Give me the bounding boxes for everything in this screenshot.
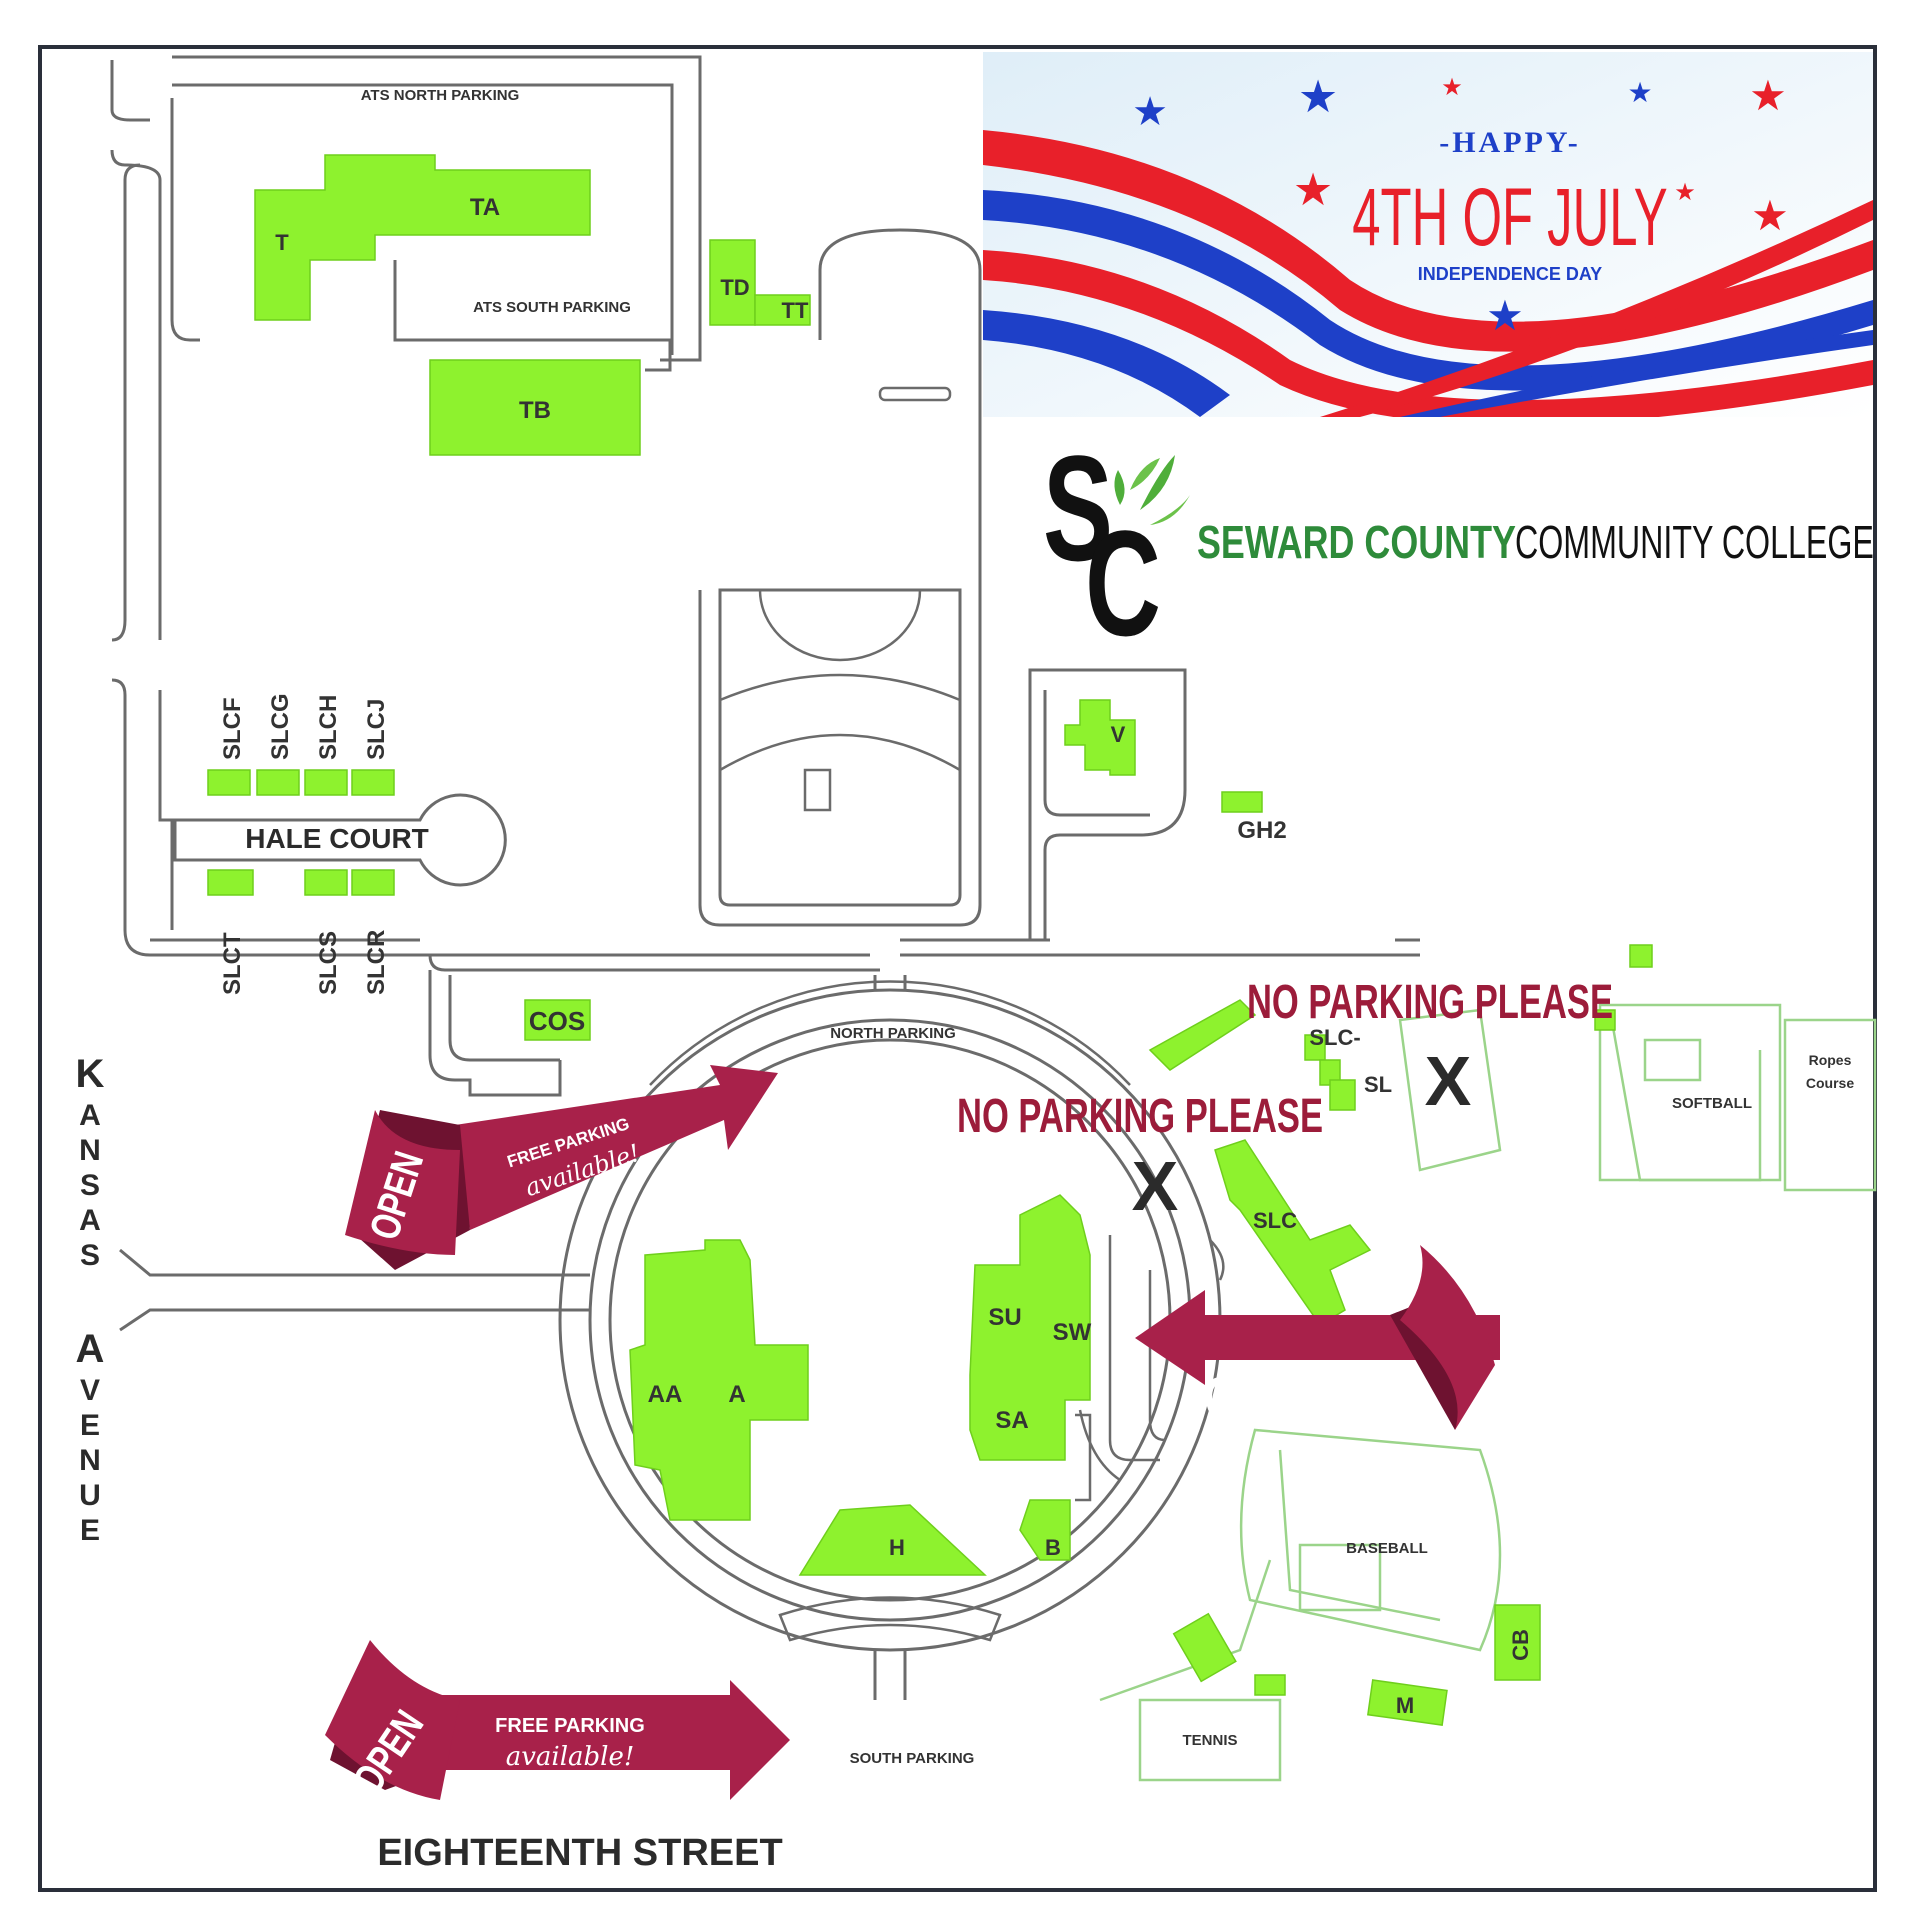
bld-SLCF: SLCF (219, 697, 246, 760)
no-parking-north: NO PARKING PLEASE (1247, 974, 1613, 1028)
open-arrow-south: OPEN FREE PARKING available! (325, 1640, 790, 1802)
building-labels: T TA TB TD TT ATS NORTH PARKING ATS SOUT… (219, 87, 1854, 1767)
south-parking-label: SOUTH PARKING (850, 1750, 975, 1767)
bld-AA: AA (648, 1381, 683, 1408)
bld-SLC-2: SLC- (1309, 1025, 1360, 1050)
star-icon: ★ (1441, 74, 1463, 101)
road-network (110, 55, 1420, 1700)
bld-COS: COS (529, 1006, 585, 1036)
no-parking-west: NO PARKING PLEASE (957, 1088, 1323, 1142)
bld-H: H (889, 1535, 905, 1560)
street-labels: K A N S A S A V E N U E EIGHTEENTH STREE… (76, 1052, 783, 1874)
athletic-fields (1099, 1003, 1877, 1782)
college-name-light: COMMUNITY COLLEGE (1515, 517, 1874, 568)
ats-south-parking: ATS SOUTH PARKING (473, 299, 631, 316)
banner-title: 4TH OF JULY (1352, 172, 1667, 263)
bld-TA: TA (470, 194, 500, 221)
leaf-icon (1140, 455, 1175, 510)
star-icon: ★ (1674, 179, 1696, 206)
logo-s: S (1043, 426, 1113, 593)
baseball-label: BASEBALL (1346, 1540, 1428, 1557)
star-icon: ★ (1627, 77, 1652, 108)
bld-CB: CB (1508, 1629, 1533, 1661)
kansas-avenue-letter: A (79, 1204, 101, 1237)
kansas-avenue-letter: N (79, 1134, 101, 1167)
bld-B: B (1045, 1535, 1061, 1560)
bld-SLCS: SLCS (315, 931, 342, 995)
college-name-bold: SEWARD COUNTY (1197, 517, 1516, 568)
kansas-avenue-letter: V (80, 1374, 100, 1407)
kansas-avenue-letter: U (79, 1479, 101, 1512)
bld-SLCG: SLCG (267, 693, 294, 760)
star-icon: ★ (1749, 72, 1787, 119)
no-parking-callouts: NO PARKING PLEASE X NO PARKING PLEASE X (957, 974, 1613, 1225)
leaf-icon (1130, 458, 1160, 490)
buildings (207, 154, 1653, 1726)
hale-court-label: HALE COURT (245, 823, 429, 854)
map-frame (38, 45, 1877, 1892)
banner-subtitle: INDEPENDENCE DAY (1418, 264, 1602, 284)
kansas-avenue-letter: S (80, 1169, 100, 1202)
leaf-icon (1114, 470, 1125, 505)
star-icon: ★ (1132, 90, 1168, 134)
bld-A: A (728, 1381, 745, 1408)
ats-north-parking: ATS NORTH PARKING (361, 87, 520, 104)
bld-T: T (275, 230, 289, 255)
kansas-avenue-letter: N (79, 1444, 101, 1477)
open-arrow-east: OPEN (1135, 1245, 1500, 1431)
bld-SU: SU (988, 1304, 1021, 1331)
bld-TD: TD (720, 275, 749, 300)
star-icon: ★ (1486, 292, 1524, 339)
open-arrow-north: OPEN FREE PARKING available! (345, 1065, 778, 1270)
ropes-label-1: Ropes (1809, 1052, 1852, 1068)
no-parking-x-north: X (1425, 1042, 1472, 1120)
ropes-label-2: Course (1806, 1075, 1854, 1091)
bld-SLCH: SLCH (315, 695, 342, 760)
eighteenth-street-label: EIGHTEENTH STREET (377, 1832, 782, 1874)
kansas-avenue-letter: A (79, 1099, 101, 1132)
bld-TB: TB (519, 397, 551, 424)
bld-SLC-3: SL (1364, 1072, 1392, 1097)
bld-SW: SW (1053, 1319, 1092, 1346)
bld-V: V (1111, 722, 1126, 747)
kansas-avenue-letter: S (80, 1239, 100, 1272)
kansas-avenue-letter: E (80, 1514, 100, 1547)
available-south: available! (506, 1742, 635, 1772)
fourth-of-july-banner: ★ ★ ★ ★ ★ ★ ★ ★ ★ -HAPPY- 4TH OF JULY IN… (983, 52, 1873, 417)
no-parking-x-west: X (1132, 1147, 1179, 1225)
north-parking-label: NORTH PARKING (830, 1025, 956, 1042)
kansas-avenue-letter: A (76, 1327, 105, 1371)
bld-SLCJ: SLCJ (363, 699, 390, 760)
college-logo: S C SEWARD COUNTY COMMUNITY COLLEGE (1043, 426, 1874, 668)
open-label-east: OPEN (1204, 1366, 1319, 1431)
star-icon: ★ (1293, 164, 1333, 215)
bld-TT: TT (782, 298, 809, 323)
softball-label: SOFTBALL (1672, 1095, 1752, 1112)
bld-M: M (1396, 1693, 1414, 1718)
kansas-avenue-letter: E (80, 1409, 100, 1442)
kansas-avenue-letter: K (76, 1052, 105, 1096)
bld-GH2: GH2 (1237, 817, 1286, 844)
banner-happy: -HAPPY- (1439, 126, 1581, 159)
free-parking-south: FREE PARKING (495, 1715, 645, 1737)
bld-SLCT: SLCT (219, 932, 246, 995)
bld-SLC: SLC (1253, 1208, 1297, 1233)
bld-SA: SA (995, 1407, 1028, 1434)
star-icon: ★ (1298, 71, 1338, 122)
logo-c: C (1085, 501, 1161, 668)
star-icon: ★ (1751, 192, 1789, 239)
tennis-label: TENNIS (1182, 1732, 1237, 1749)
bld-SLCR: SLCR (363, 930, 390, 995)
